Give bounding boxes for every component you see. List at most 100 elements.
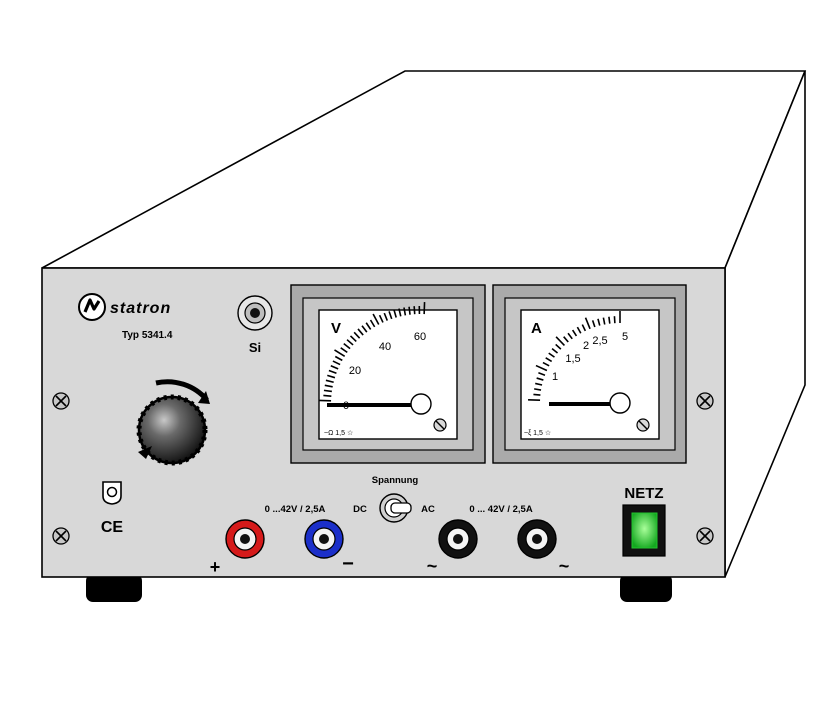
voltmeter-pivot [410, 393, 432, 415]
scale-tick [403, 307, 407, 316]
fuse-holder[interactable] [237, 295, 273, 331]
tilde-label-right: ~ [559, 556, 570, 576]
power-led [631, 512, 658, 549]
ammeter-scale [528, 311, 621, 402]
scale-tick [536, 377, 544, 381]
ac-socket-left[interactable] [438, 519, 478, 559]
voltmeter-zero-adjust-screw[interactable] [433, 418, 447, 432]
scale-tick [551, 348, 559, 354]
ammeter-tick-label: 2 [583, 340, 589, 352]
scale-tick [330, 364, 339, 370]
scale-tick [361, 325, 368, 333]
ammeter-zero-adjust-screw[interactable] [636, 418, 650, 432]
scale-tick [408, 306, 411, 315]
scale-tick [533, 393, 541, 396]
scale-tick [365, 322, 372, 330]
scale-tick [325, 379, 334, 384]
fuse-label: Si [249, 340, 261, 355]
protection-class-icon [102, 481, 122, 505]
plus-label: + [210, 557, 221, 577]
tilde-label-left: ~ [427, 556, 438, 576]
ammeter-tick-label: 1,5 [565, 353, 580, 365]
scale-tick [567, 332, 573, 340]
scale-tick [542, 361, 550, 367]
foot-right [620, 574, 672, 602]
ac-output-rating: 0 ... 42V / 2,5A [469, 504, 533, 515]
dc-plus-socket[interactable] [225, 519, 265, 559]
scale-tick [413, 306, 416, 315]
scale-tick [581, 324, 587, 332]
scale-tick [323, 389, 332, 393]
scale-tick [576, 326, 582, 334]
ammeter-footer: ~ξ 1,5 ☆ [524, 429, 551, 437]
scale-tick [591, 320, 596, 328]
power-switch[interactable] [622, 504, 666, 557]
scale-tick [369, 319, 376, 328]
switch-title: Spannung [372, 475, 419, 486]
minus-label: − [342, 553, 354, 575]
scale-tick [334, 349, 346, 357]
ac-socket-right[interactable] [517, 519, 557, 559]
ammeter-tick-label: 5 [622, 331, 628, 343]
cabinet-top [41, 70, 807, 269]
brand-logo-icon [78, 293, 106, 321]
screw-bottom-left [52, 527, 70, 545]
scale-tick [378, 314, 384, 323]
ce-mark: CE [101, 519, 124, 536]
screw-bottom-right [696, 527, 714, 545]
scale-tick [534, 388, 542, 391]
voltmeter-unit: V [331, 320, 341, 337]
scale-tick [324, 384, 333, 388]
brand-name: statron [110, 300, 171, 317]
ammeter: A 1 1,5 2 2,5 5 ~ξ 1,5 ☆ [492, 284, 687, 464]
scale-tick [545, 357, 553, 363]
scale-tick [602, 317, 606, 325]
power-label: NETZ [624, 485, 663, 502]
scale-tick [538, 372, 546, 376]
scale-tick [388, 311, 393, 320]
dc-ac-toggle-switch[interactable] [379, 493, 412, 523]
ammeter-pivot [609, 392, 631, 414]
scale-tick [548, 352, 555, 358]
ammeter-unit: A [531, 320, 542, 337]
voltmeter-footer: ~Ω 1,5 ☆ [324, 429, 353, 437]
scale-tick [584, 317, 591, 330]
scale-tick [340, 347, 348, 354]
scale-tick [535, 364, 548, 372]
ammeter-tick-label: 1 [552, 371, 558, 383]
scale-tick [398, 308, 402, 317]
voltmeter-tick-label: 40 [379, 341, 391, 353]
scale-tick [393, 309, 397, 318]
screw-top-left [52, 392, 70, 410]
ammeter-tick-label: 2,5 [592, 335, 607, 347]
scale-tick [353, 331, 361, 339]
scale-tick [535, 382, 543, 386]
voltmeter: V 0 20 40 60 ~Ω 1,5 ☆ [290, 284, 486, 464]
scale-tick [332, 360, 341, 366]
voltmeter-tick-label: 60 [414, 331, 426, 343]
voltmeter-scale [319, 302, 426, 402]
scale-tick [349, 335, 357, 343]
voltage-control-knob[interactable] [136, 379, 210, 466]
dc-output-rating: 0 ...42V / 2,5A [265, 504, 326, 515]
switch-label-dc: DC [353, 504, 367, 515]
scale-tick [334, 355, 343, 362]
screw-top-right [696, 392, 714, 410]
scale-tick [328, 369, 337, 374]
dc-minus-socket[interactable] [304, 519, 344, 559]
model-label: Typ 5341.4 [122, 330, 173, 341]
scale-tick [327, 374, 336, 379]
voltmeter-tick-label: 20 [349, 365, 361, 377]
scale-tick [563, 336, 569, 343]
scale-tick [383, 312, 389, 321]
foot-left [86, 574, 142, 602]
scale-tick [608, 316, 611, 324]
scale-tick [555, 343, 562, 350]
scale-tick [323, 394, 332, 397]
scale-tick [571, 329, 578, 337]
scale-tick [346, 339, 354, 346]
scale-tick [357, 328, 364, 336]
scale-tick [343, 343, 351, 350]
switch-label-ac: AC [421, 504, 435, 515]
